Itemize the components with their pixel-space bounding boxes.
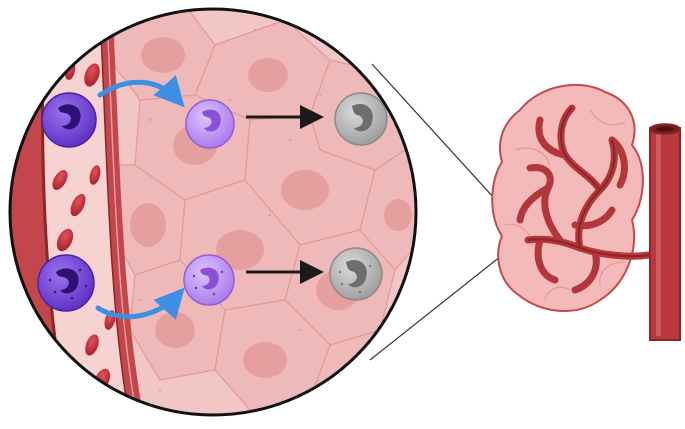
red-blood-cell xyxy=(52,170,68,190)
red-blood-cell xyxy=(56,228,74,252)
neutrophil-in-vessel-top xyxy=(41,92,97,148)
magnified-tissue-circle xyxy=(8,7,418,417)
red-blood-cell xyxy=(89,165,101,185)
red-blood-cell xyxy=(70,193,86,217)
red-blood-cell xyxy=(85,334,99,356)
red-blood-cell xyxy=(84,63,100,87)
artery xyxy=(649,123,681,341)
apoptotic-neutrophil-bottom xyxy=(329,247,383,301)
apoptotic-neutrophil-top xyxy=(334,92,388,146)
migration-arrow-top xyxy=(97,75,185,108)
neutrophil-in-tissue-bottom xyxy=(183,254,235,306)
neutrophil-in-tissue-top xyxy=(185,99,235,149)
migration-arrow-bottom xyxy=(95,287,185,320)
lymph-node-organ xyxy=(491,83,652,312)
neutrophil-in-vessel-bottom xyxy=(37,254,95,312)
